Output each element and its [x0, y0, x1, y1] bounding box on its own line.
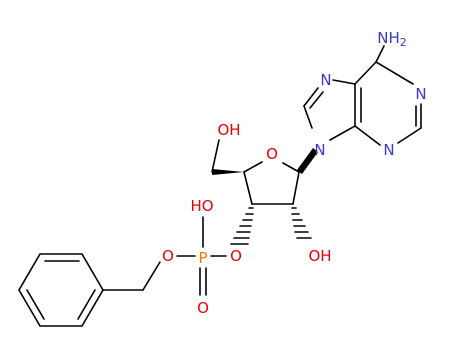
bond-c5-o5 [211, 139, 220, 173]
bond-c5-n7 [332, 79, 356, 85]
hash-c2-oh [291, 207, 312, 239]
benzene-double-3 [77, 289, 96, 320]
bond-c6-n1 [375, 61, 414, 85]
bond-n3-c4 [354, 125, 381, 146]
wedge-c4-c5 [212, 169, 244, 175]
bond-c2-n3 [397, 127, 422, 144]
bond-c6-nh2 [375, 45, 385, 63]
bond-n9-c4 [329, 125, 356, 141]
bond-c4-o4 [243, 161, 263, 173]
atom-o5-oh: OH [217, 121, 240, 139]
bond-n7-c8 [303, 87, 319, 107]
bond-c8-n9 [303, 105, 313, 129]
atom-o3: O [230, 247, 242, 265]
purine-bonds [303, 45, 422, 146]
atom-n9: N [314, 141, 325, 159]
atom-o2-oh: OH [308, 247, 331, 265]
benzene-double-2 [26, 289, 45, 320]
wedge-c1-n9 [297, 148, 318, 174]
atom-n1: N [415, 85, 426, 103]
atom-n3: N [383, 141, 394, 159]
bond-c3-c4 [243, 171, 253, 205]
atom-phosphorus: P [198, 249, 207, 267]
atom-p-double-o: O [197, 299, 209, 317]
benzene-hexagon [18, 253, 104, 327]
bond-o4-c1 [282, 162, 300, 173]
benzene-ring [18, 253, 104, 327]
atom-phosphate-oh: HO [190, 197, 213, 215]
bond-c5-c6 [354, 61, 377, 85]
hash-c3-o3 [230, 207, 254, 245]
bond-c1-c2 [292, 171, 300, 205]
ribose-bonds [211, 139, 318, 245]
atom-o-benzyl: O [162, 247, 174, 265]
bond-n7-c8-double [309, 91, 324, 109]
atom-o4-ring: O [266, 145, 278, 163]
phosphate-benzyl-bonds [102, 216, 227, 296]
atom-nh2-n: NH2 [377, 29, 407, 49]
bond-o-ch2 [142, 261, 161, 291]
atom-n7: N [320, 71, 331, 89]
atom-labels: NH2 N N N N OH O HO OH O P O O [162, 29, 427, 317]
